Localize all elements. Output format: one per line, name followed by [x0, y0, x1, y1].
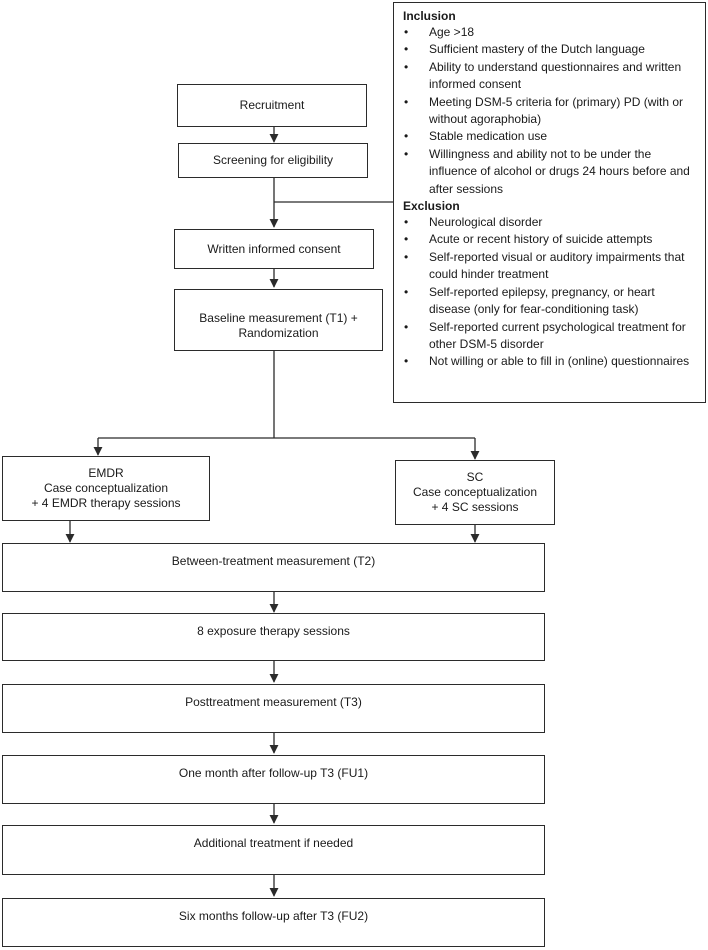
baseline-label-line2: Randomization	[238, 326, 319, 340]
fu2-label: Six months follow-up after T3 (FU2)	[178, 909, 369, 923]
t2-label: Between-treatment measurement (T2)	[171, 554, 376, 568]
inclusion-list: Age >18 Sufficient mastery of the Dutch …	[403, 24, 697, 198]
emdr-arm-box: EMDR Case conceptualization + 4 EMDR the…	[2, 456, 210, 521]
exposure-box: 8 exposure therapy sessions	[2, 613, 545, 661]
fu1-label: One month after follow-up T3 (FU1)	[178, 766, 369, 780]
fu2-box: Six months follow-up after T3 (FU2)	[2, 898, 545, 947]
screening-box: Screening for eligibility	[178, 143, 368, 178]
eligibility-criteria-box: Inclusion Age >18 Sufficient mastery of …	[393, 2, 706, 403]
inclusion-item: Meeting DSM-5 criteria for (primary) PD …	[403, 94, 697, 129]
recruitment-box: Recruitment	[177, 84, 367, 127]
baseline-box: Baseline measurement (T1) + Randomizatio…	[174, 289, 383, 351]
exclusion-item: Self-reported current psychological trea…	[403, 319, 697, 354]
inclusion-item: Age >18	[403, 24, 697, 42]
exclusion-item: Self-reported epilepsy, pregnancy, or he…	[403, 284, 697, 319]
sc-title: SC	[466, 470, 484, 484]
inclusion-item: Willingness and ability not to be under …	[403, 146, 697, 198]
recruitment-label: Recruitment	[239, 98, 305, 112]
emdr-line3: + 4 EMDR therapy sessions	[31, 496, 181, 510]
exclusion-item: Acute or recent history of suicide attem…	[403, 231, 697, 249]
additional-treatment-label: Additional treatment if needed	[193, 836, 354, 850]
exclusion-item: Self-reported visual or auditory impairm…	[403, 249, 697, 284]
inclusion-item: Sufficient mastery of the Dutch language	[403, 41, 697, 59]
consent-box: Written informed consent	[174, 229, 374, 269]
sc-arm-box: SC Case conceptualization + 4 SC session…	[395, 460, 555, 525]
exposure-label: 8 exposure therapy sessions	[197, 624, 350, 638]
sc-line2: Case conceptualization	[412, 485, 538, 499]
consent-label: Written informed consent	[207, 241, 341, 256]
exclusion-list: Neurological disorder Acute or recent hi…	[403, 214, 697, 371]
exclusion-heading: Exclusion	[403, 199, 460, 214]
sc-line3: + 4 SC sessions	[431, 500, 519, 514]
baseline-label-line1: Baseline measurement (T1) +	[199, 311, 358, 325]
t3-box: Posttreatment measurement (T3)	[2, 684, 545, 733]
inclusion-item: Ability to understand questionnaires and…	[403, 59, 697, 94]
screening-label: Screening for eligibility	[212, 153, 334, 167]
t2-box: Between-treatment measurement (T2)	[2, 543, 545, 592]
exclusion-item: Not willing or able to fill in (online) …	[403, 353, 697, 371]
inclusion-item: Stable medication use	[403, 128, 697, 146]
inclusion-heading: Inclusion	[403, 9, 456, 23]
emdr-line2: Case conceptualization	[43, 481, 169, 495]
emdr-title: EMDR	[88, 466, 124, 480]
additional-treatment-box: Additional treatment if needed	[2, 825, 545, 875]
fu1-box: One month after follow-up T3 (FU1)	[2, 755, 545, 804]
t3-label: Posttreatment measurement (T3)	[185, 695, 362, 709]
exclusion-item: Neurological disorder	[403, 214, 697, 232]
